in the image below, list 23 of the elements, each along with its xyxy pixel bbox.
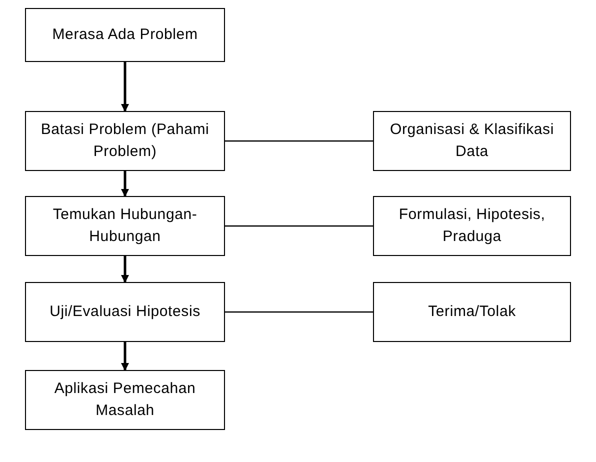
box-label: Formulasi, Hipotesis, Praduga [398, 205, 546, 247]
box-label: Batasi Problem (Pahami Problem) [40, 120, 210, 162]
box-label: Merasa Ada Problem [52, 25, 198, 45]
box-label: Aplikasi Pemecahan Masalah [53, 379, 197, 421]
arrow [121, 256, 129, 283]
box-label: Temukan Hubungan-Hubungan [52, 205, 198, 247]
arrow [121, 342, 129, 371]
process-box [373, 111, 571, 171]
process-box [25, 370, 225, 430]
connector-line [225, 140, 373, 142]
process-box [25, 282, 225, 342]
box-label: Terima/Tolak [428, 302, 516, 322]
box-label: Organisasi & Klasifikasi Data [389, 120, 555, 162]
connector-line [225, 225, 373, 227]
process-box [373, 196, 571, 256]
connector-line [225, 311, 373, 313]
process-box [25, 196, 225, 256]
box-label: Uji/Evaluasi Hipotesis [50, 302, 200, 322]
process-box [373, 282, 571, 342]
arrow [121, 62, 129, 112]
process-box [25, 8, 225, 62]
process-box [25, 111, 225, 171]
arrow [121, 171, 129, 197]
